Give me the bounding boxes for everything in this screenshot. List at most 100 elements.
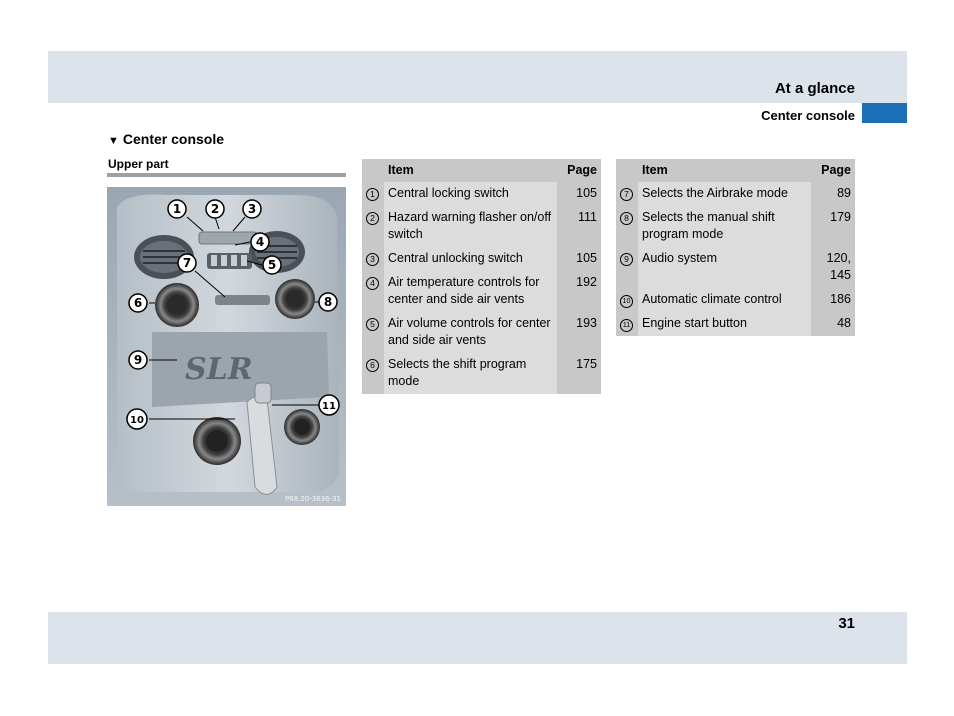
- item-number-circle: 9: [620, 253, 633, 266]
- item-number: 1: [362, 182, 384, 206]
- svg-text:2: 2: [211, 202, 219, 216]
- table-header-row: Item Page: [362, 159, 601, 182]
- subheading: Upper part: [108, 157, 169, 171]
- item-number: 11: [616, 312, 638, 336]
- table-row: 7 Selects the Airbrake mode 89: [616, 182, 855, 206]
- item-number-circle: 11: [620, 319, 633, 332]
- item-number: 10: [616, 288, 638, 312]
- item-number-circle: 8: [620, 212, 633, 225]
- item-column-header: Item: [638, 159, 811, 182]
- callout-9: 9: [128, 350, 148, 370]
- item-description: Selects the shift program mode: [384, 353, 557, 394]
- subheading-rule: [107, 173, 346, 177]
- page-reference: 192: [557, 271, 601, 312]
- svg-text:11: 11: [322, 401, 336, 412]
- svg-text:7: 7: [183, 256, 191, 270]
- item-number: 5: [362, 312, 384, 353]
- item-description: Central locking switch: [384, 182, 557, 206]
- table-row: 3 Central unlocking switch 105: [362, 247, 601, 271]
- item-number-circle: 3: [366, 253, 379, 266]
- item-number: 3: [362, 247, 384, 271]
- table-row: 11 Engine start button 48: [616, 312, 855, 336]
- footer-band: [48, 612, 907, 664]
- callout-6: 6: [128, 293, 148, 313]
- item-number-circle: 10: [620, 295, 633, 308]
- section-tab-marker: [862, 103, 907, 123]
- callout-4: 4: [250, 232, 270, 252]
- slr-logo-text: SLR: [185, 352, 253, 387]
- item-number: 8: [616, 206, 638, 247]
- item-description: Engine start button: [638, 312, 811, 336]
- table-row: 10 Automatic climate control 186: [616, 288, 855, 312]
- item-number-circle: 5: [366, 318, 379, 331]
- item-description: Audio system: [638, 247, 811, 288]
- item-number-circle: 4: [366, 277, 379, 290]
- number-column-header: [616, 159, 638, 182]
- chapter-subtitle: Center console: [761, 108, 855, 123]
- item-number: 2: [362, 206, 384, 247]
- item-column-header: Item: [384, 159, 557, 182]
- number-column-header: [362, 159, 384, 182]
- chapter-title: At a glance: [774, 80, 855, 97]
- section-title: ▼Center console: [108, 131, 224, 147]
- callout-5: 5: [262, 255, 282, 275]
- item-description: Selects the manual shift program mode: [638, 206, 811, 247]
- page-reference: 186: [811, 288, 855, 312]
- callout-8: 8: [318, 292, 338, 312]
- callout-2: 2: [205, 199, 225, 219]
- callout-1: 1: [167, 199, 187, 219]
- page-reference: 179: [811, 206, 855, 247]
- table-row: 9 Audio system 120, 145: [616, 247, 855, 288]
- page-column-header: Page: [811, 159, 855, 182]
- item-number: 9: [616, 247, 638, 288]
- page-reference: 193: [557, 312, 601, 353]
- triangle-down-icon: ▼: [108, 135, 119, 147]
- table-header-row: Item Page: [616, 159, 855, 182]
- items-table-1: Item Page 1 Central locking switch 105 2…: [362, 159, 601, 394]
- page-number: 31: [838, 615, 855, 632]
- center-console-photo: SLR 1 2 3 4 5 6 7 8 9 10 11 P68.20-3636-…: [107, 187, 346, 506]
- callout-11: 11: [318, 394, 340, 416]
- table-row: 1 Central locking switch 105: [362, 182, 601, 206]
- item-description: Automatic climate control: [638, 288, 811, 312]
- item-number-circle: 6: [366, 359, 379, 372]
- svg-text:1: 1: [173, 202, 181, 216]
- svg-text:10: 10: [130, 415, 144, 426]
- svg-text:8: 8: [324, 295, 332, 309]
- page-reference: 48: [811, 312, 855, 336]
- section-title-text: Center console: [122, 131, 225, 147]
- page-reference: 111: [557, 206, 601, 247]
- item-number: 4: [362, 271, 384, 312]
- header-band: [48, 51, 907, 103]
- item-number: 7: [616, 182, 638, 206]
- page-reference: 105: [557, 182, 601, 206]
- table-row: 2 Hazard warning flasher on/off switch 1…: [362, 206, 601, 247]
- table-row: 6 Selects the shift program mode 175: [362, 353, 601, 394]
- item-number-circle: 7: [620, 188, 633, 201]
- svg-text:4: 4: [256, 235, 264, 249]
- table-row: 4 Air temperature controls for center an…: [362, 271, 601, 312]
- callout-10: 10: [126, 408, 148, 430]
- item-number-circle: 2: [366, 212, 379, 225]
- callout-3: 3: [242, 199, 262, 219]
- item-description: Air volume controls for center and side …: [384, 312, 557, 353]
- item-number: 6: [362, 353, 384, 394]
- svg-text:6: 6: [134, 296, 142, 310]
- svg-text:9: 9: [134, 353, 142, 367]
- callout-7: 7: [177, 253, 197, 273]
- item-description: Selects the Airbrake mode: [638, 182, 811, 206]
- table-row: 8 Selects the manual shift program mode …: [616, 206, 855, 247]
- item-number-circle: 1: [366, 188, 379, 201]
- item-description: Central unlocking switch: [384, 247, 557, 271]
- figure-code: P68.20-3636-31: [285, 495, 341, 503]
- table-row: 5 Air volume controls for center and sid…: [362, 312, 601, 353]
- page-reference: 89: [811, 182, 855, 206]
- item-description: Hazard warning flasher on/off switch: [384, 206, 557, 247]
- item-description: Air temperature controls for center and …: [384, 271, 557, 312]
- page-reference: 120, 145: [811, 247, 855, 288]
- svg-text:3: 3: [248, 202, 256, 216]
- svg-text:5: 5: [268, 258, 276, 272]
- page-reference: 175: [557, 353, 601, 394]
- page-column-header: Page: [557, 159, 601, 182]
- page-reference: 105: [557, 247, 601, 271]
